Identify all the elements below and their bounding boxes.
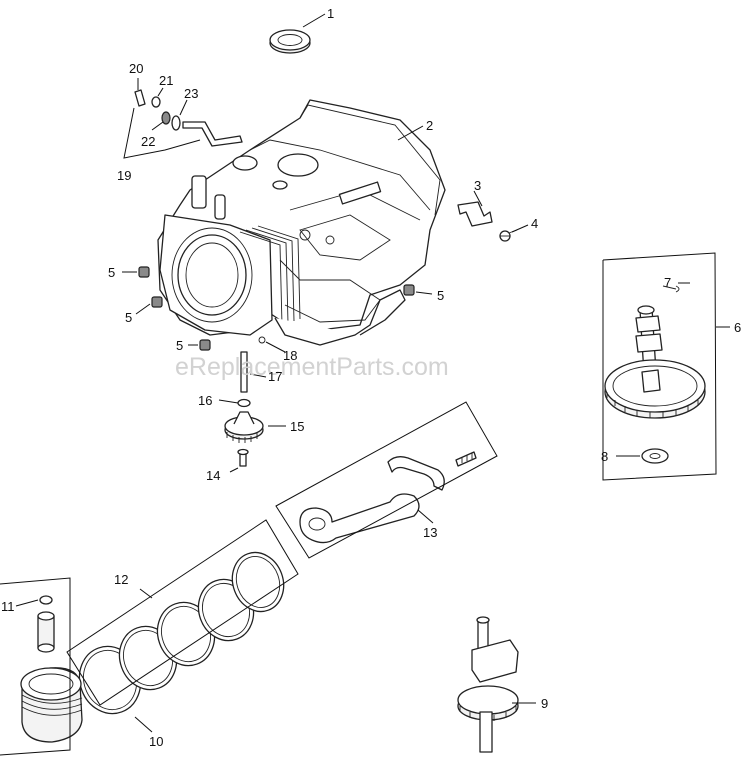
part-20-clip[interactable] bbox=[134, 89, 146, 107]
frame-group-6 bbox=[602, 252, 717, 481]
callout-12: 12 bbox=[114, 572, 128, 587]
part-5-plug-b[interactable] bbox=[151, 296, 163, 308]
callout-22: 22 bbox=[141, 134, 155, 149]
part-18-pin[interactable] bbox=[258, 336, 266, 344]
part-15-governor-gear[interactable] bbox=[224, 411, 264, 443]
part-7-pin[interactable] bbox=[662, 285, 680, 293]
callout-10: 10 bbox=[149, 734, 163, 749]
callout-21: 21 bbox=[159, 73, 173, 88]
part-1-seal[interactable] bbox=[269, 29, 311, 54]
callout-5d: 5 bbox=[176, 338, 183, 353]
part-17-shaft[interactable] bbox=[240, 351, 248, 393]
callout-14: 14 bbox=[206, 468, 220, 483]
part-23-breather-tube[interactable] bbox=[171, 115, 243, 147]
leader-lines bbox=[15, 13, 730, 733]
frame-group-13 bbox=[275, 401, 498, 559]
part-13-connecting-rod[interactable] bbox=[299, 451, 477, 544]
callout-11: 11 bbox=[1, 599, 15, 614]
part-21-washer[interactable] bbox=[151, 96, 161, 108]
part-5-plug-d[interactable] bbox=[199, 339, 211, 351]
callout-16: 16 bbox=[198, 393, 212, 408]
part-8-shim[interactable] bbox=[641, 448, 669, 464]
callout-4: 4 bbox=[531, 216, 538, 231]
frame-group-10 bbox=[0, 577, 71, 756]
callout-13: 13 bbox=[423, 525, 437, 540]
part-4-screw[interactable] bbox=[499, 229, 518, 242]
frame-group-12 bbox=[66, 519, 299, 706]
callout-19: 19 bbox=[117, 168, 131, 183]
callout-5b: 5 bbox=[125, 310, 132, 325]
callout-20: 20 bbox=[129, 61, 143, 76]
callout-8: 8 bbox=[601, 449, 608, 464]
callout-5a: 5 bbox=[108, 265, 115, 280]
callout-17: 17 bbox=[268, 369, 282, 384]
part-12-piston-rings[interactable] bbox=[70, 545, 292, 722]
part-11-piston-pin[interactable] bbox=[37, 595, 55, 653]
callout-5c: 5 bbox=[437, 288, 444, 303]
callout-2: 2 bbox=[426, 118, 433, 133]
callout-9: 9 bbox=[541, 696, 548, 711]
part-5-plug-a[interactable] bbox=[138, 266, 150, 278]
part-22-grommet[interactable] bbox=[161, 111, 171, 125]
callout-7: 7 bbox=[664, 275, 671, 290]
part-16-washer[interactable] bbox=[237, 398, 251, 408]
callout-3: 3 bbox=[474, 178, 481, 193]
part-14-pin[interactable] bbox=[237, 448, 249, 467]
watermark-text: eReplacementParts.com bbox=[175, 353, 449, 381]
callout-1: 1 bbox=[327, 6, 334, 21]
part-6-camshaft[interactable] bbox=[604, 305, 706, 419]
callout-6: 6 bbox=[734, 320, 741, 335]
callout-18: 18 bbox=[283, 348, 297, 363]
part-10-piston[interactable] bbox=[20, 667, 83, 743]
part-9-crankshaft[interactable] bbox=[457, 616, 519, 753]
callout-23: 23 bbox=[184, 86, 198, 101]
part-2-crankcase[interactable] bbox=[157, 99, 446, 346]
part-3-bracket[interactable] bbox=[457, 201, 493, 227]
part-5-plug-c[interactable] bbox=[403, 284, 415, 296]
callout-15: 15 bbox=[290, 419, 304, 434]
